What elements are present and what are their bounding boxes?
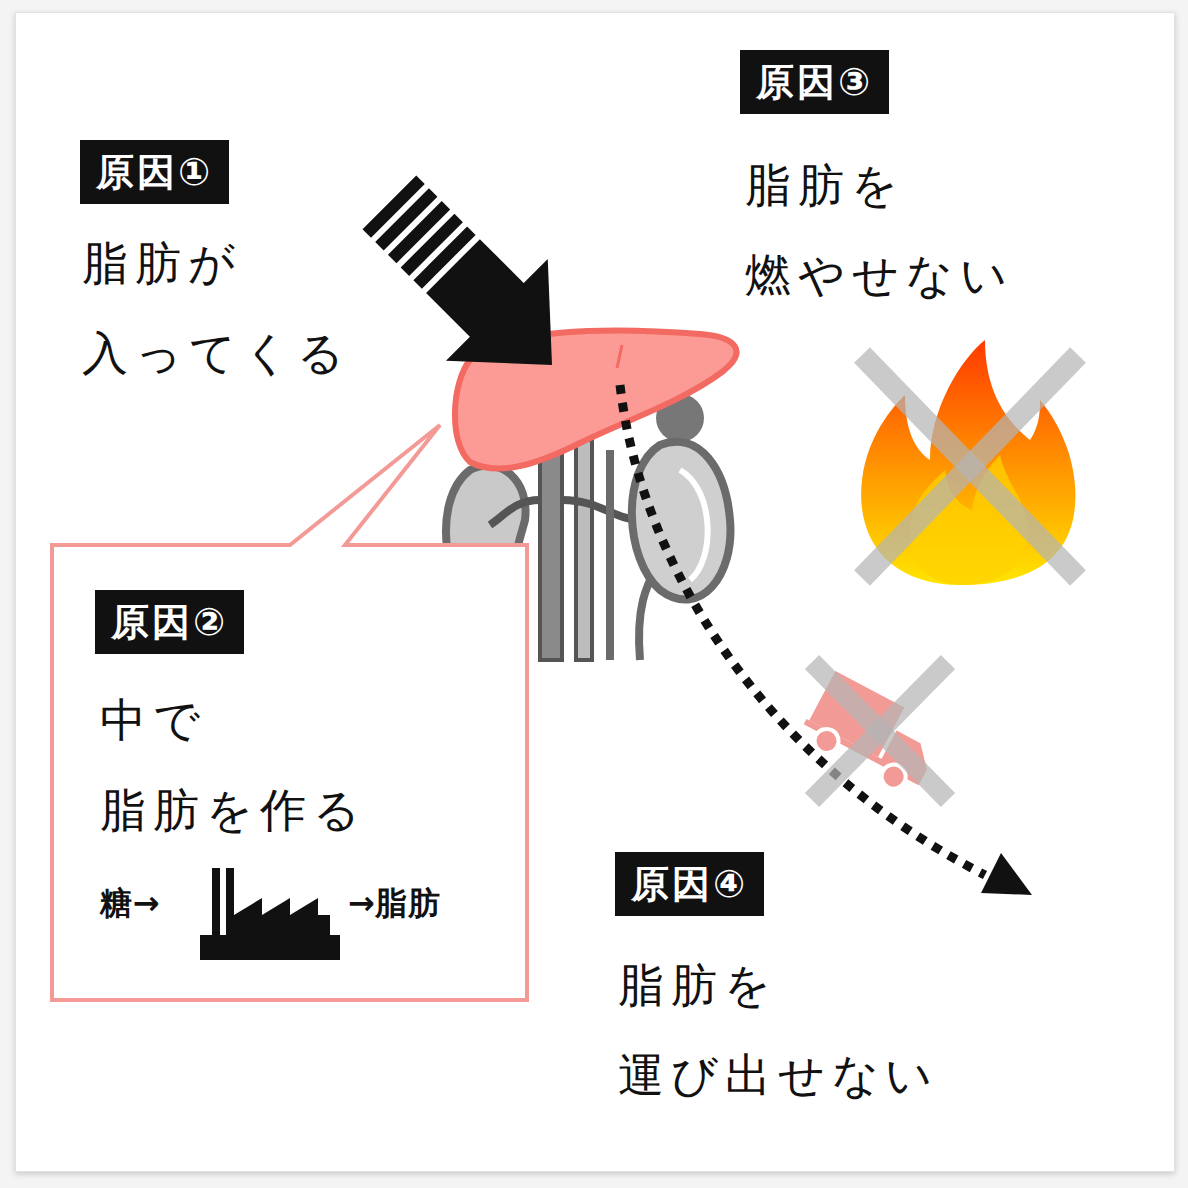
text-line: 脂肪を (618, 940, 939, 1030)
text-line: 脂肪が (82, 218, 351, 308)
cause-label: 原因④ (631, 862, 748, 906)
callout-outline (52, 425, 527, 1000)
text-line: 糖→ (100, 883, 160, 923)
fire-crossed (861, 340, 1078, 585)
cause-tag: 原因② (95, 590, 244, 654)
callout-body: 中で 脂肪を作る (100, 675, 367, 855)
factory-icon (200, 868, 340, 960)
cause-tag: 原因① (80, 140, 229, 204)
flow-text: 糖→ (100, 883, 160, 923)
text-line: 脂肪を作る (100, 765, 367, 855)
cause-label: 原因① (96, 150, 213, 194)
text-line: 燃やせない (745, 230, 1014, 320)
cause-label: 原因② (111, 600, 228, 644)
text-line: 運び出せない (618, 1030, 939, 1120)
cause-label: 原因③ (756, 60, 873, 104)
truck-crossed (796, 662, 948, 800)
callout-box: 中で 脂肪を作る糖→ →脂肪 原因② (52, 545, 527, 1000)
cause-description: 脂肪を 燃やせない (745, 140, 1014, 320)
cause-description: 脂肪が 入ってくる (82, 218, 351, 398)
text-line: →脂肪 (348, 883, 441, 923)
cause-tag: 原因③ (740, 50, 889, 114)
cause-description: 脂肪を 運び出せない (618, 940, 939, 1120)
flow-text: →脂肪 (348, 883, 441, 923)
text-line: 中で (100, 675, 367, 765)
text-line: 脂肪を (745, 140, 1014, 230)
cause-tag: 原因④ (615, 852, 764, 916)
inflow-arrow (338, 151, 602, 415)
text-line: 入ってくる (82, 308, 351, 398)
